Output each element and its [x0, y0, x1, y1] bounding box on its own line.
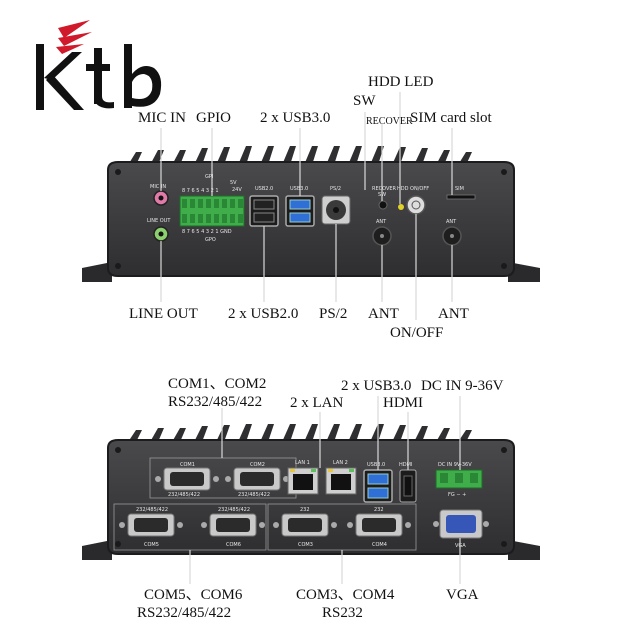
- label-ant-left: ANT: [368, 306, 399, 322]
- silk-ps2: PS/2: [330, 186, 341, 192]
- silk-gpi: GPI: [205, 174, 213, 180]
- silk-rs1: 232/485/422: [168, 492, 200, 498]
- bottom-panel-image: COM1 COM2 232/485/422 232/485/422 232/48…: [82, 396, 540, 584]
- silk-usb3: USB3.0: [290, 186, 308, 192]
- mount-foot-left: [82, 262, 112, 282]
- label-sw: SW: [353, 93, 376, 109]
- top-panel-image: GPI 8 7 6 5 4 3 2 1 5V 24V 8 7 6 5 4 3 2…: [82, 92, 540, 320]
- silk-ant1: ANT: [376, 219, 387, 225]
- silk-5v: 5V: [230, 180, 237, 186]
- label-vga: VGA: [446, 587, 479, 603]
- ant-connector-left: [372, 226, 392, 246]
- label-usb30-bottom: 2 x USB3.0: [341, 378, 412, 394]
- label-com34-line2: RS232: [322, 605, 363, 621]
- silk-com4: COM4: [372, 542, 387, 548]
- label-hdmi: HDMI: [383, 395, 423, 411]
- label-ps2: PS/2: [319, 306, 348, 322]
- silk-rs5: 232/485/422: [136, 507, 168, 513]
- com4-port: [347, 513, 411, 537]
- label-gpio: GPIO: [196, 110, 232, 126]
- ps2-port: [321, 195, 351, 225]
- silk-mic: MIC IN: [150, 184, 166, 190]
- silk-rs4: 232: [374, 507, 384, 513]
- com5-port: [119, 513, 183, 537]
- silk-24v: 24V: [232, 187, 242, 193]
- label-ant-right: ANT: [438, 306, 469, 322]
- sim-slot: [446, 194, 476, 200]
- com1-port: [155, 467, 219, 491]
- silk-com1: COM1: [180, 462, 195, 468]
- silk-gpo-nums: 8 7 6 5 4 3 2 1 GND: [182, 229, 232, 235]
- com3-port: [273, 513, 337, 537]
- com2-port: [225, 467, 289, 491]
- silk-ant2: ANT: [446, 219, 457, 225]
- silk-com5: COM5: [144, 542, 159, 548]
- heatsink-fins-bottom: [128, 424, 472, 442]
- silk-rs2: 232/485/422: [238, 492, 270, 498]
- label-com56-line1: COM5、COM6: [144, 587, 243, 603]
- label-recover: RECOVER: [366, 116, 413, 127]
- usb30-ports: [285, 195, 315, 227]
- label-mic-in: MIC IN: [138, 110, 186, 126]
- vga-port: [433, 509, 489, 539]
- usb20-ports: [249, 195, 279, 227]
- silk-com3: COM3: [298, 542, 313, 548]
- label-onoff: ON/OFF: [390, 325, 444, 341]
- mount-foot-left-bottom: [82, 540, 112, 560]
- label-com56-line2: RS232/485/422: [137, 605, 232, 621]
- label-hdd-led: HDD LED: [368, 74, 434, 90]
- silk-lan1: LAN 1: [295, 460, 310, 466]
- silk-line: LINE OUT: [147, 218, 171, 224]
- silk-hdmi: HDMI: [399, 462, 412, 468]
- label-com12-line2: RS232/485/422: [168, 394, 263, 410]
- silk-recover: RECOVER: [372, 186, 397, 192]
- label-sim: SIM card slot: [410, 110, 492, 126]
- gpio-terminal-block: [179, 195, 245, 227]
- silk-rs6: 232/485/422: [218, 507, 250, 513]
- silk-gpo: GPO: [205, 237, 216, 243]
- bottom-panel: COM1 COM2 232/485/422 232/485/422 232/48…: [0, 340, 640, 640]
- label-lan: 2 x LAN: [290, 395, 344, 411]
- brand-logo: [14, 14, 164, 114]
- label-com12-line1: COM1、COM2: [168, 376, 267, 392]
- silk-gpi-nums: 8 7 6 5 4 3 2 1: [182, 188, 219, 194]
- mount-foot-right: [508, 262, 540, 282]
- ant-connector-right: [442, 226, 462, 246]
- label-usb20: 2 x USB2.0: [228, 306, 299, 322]
- power-button: [406, 195, 426, 215]
- recover-switch: [378, 200, 388, 210]
- silk-hdd-onoff: HDD ON/OFF: [397, 186, 429, 192]
- label-dcin: DC IN 9-36V: [421, 378, 504, 394]
- hdd-led: [398, 204, 404, 210]
- label-usb30-top: 2 x USB3.0: [260, 110, 331, 126]
- silk-rs3: 232: [300, 507, 310, 513]
- com6-port: [201, 513, 265, 537]
- lan2-port: [325, 467, 357, 495]
- silk-com2: COM2: [250, 462, 265, 468]
- usb30-ports-bottom: [363, 469, 393, 503]
- dc-in-terminal: [435, 469, 483, 489]
- brand-logo-graphic: [36, 20, 162, 110]
- mount-foot-right-bottom: [508, 540, 540, 560]
- silk-usb3-bottom: USB3.0: [367, 462, 385, 468]
- silk-fg: FG − +: [448, 492, 466, 498]
- silk-usb2: USB2.0: [255, 186, 273, 192]
- label-line-out: LINE OUT: [129, 306, 198, 322]
- label-com34-line1: COM3、COM4: [296, 587, 395, 603]
- silk-com6: COM6: [226, 542, 241, 548]
- silk-dcin: DC IN 9V-36V: [438, 462, 472, 468]
- line-out-jack: [153, 226, 169, 242]
- lan1-port: [287, 467, 319, 495]
- silk-lan2: LAN 2: [333, 460, 348, 466]
- mic-in-jack: [153, 190, 169, 206]
- silk-sim: SIM: [455, 186, 464, 192]
- hdmi-port: [399, 469, 417, 503]
- silk-vga: VGA: [455, 543, 466, 549]
- top-panel: GPI 8 7 6 5 4 3 2 1 5V 24V 8 7 6 5 4 3 2…: [82, 74, 540, 341]
